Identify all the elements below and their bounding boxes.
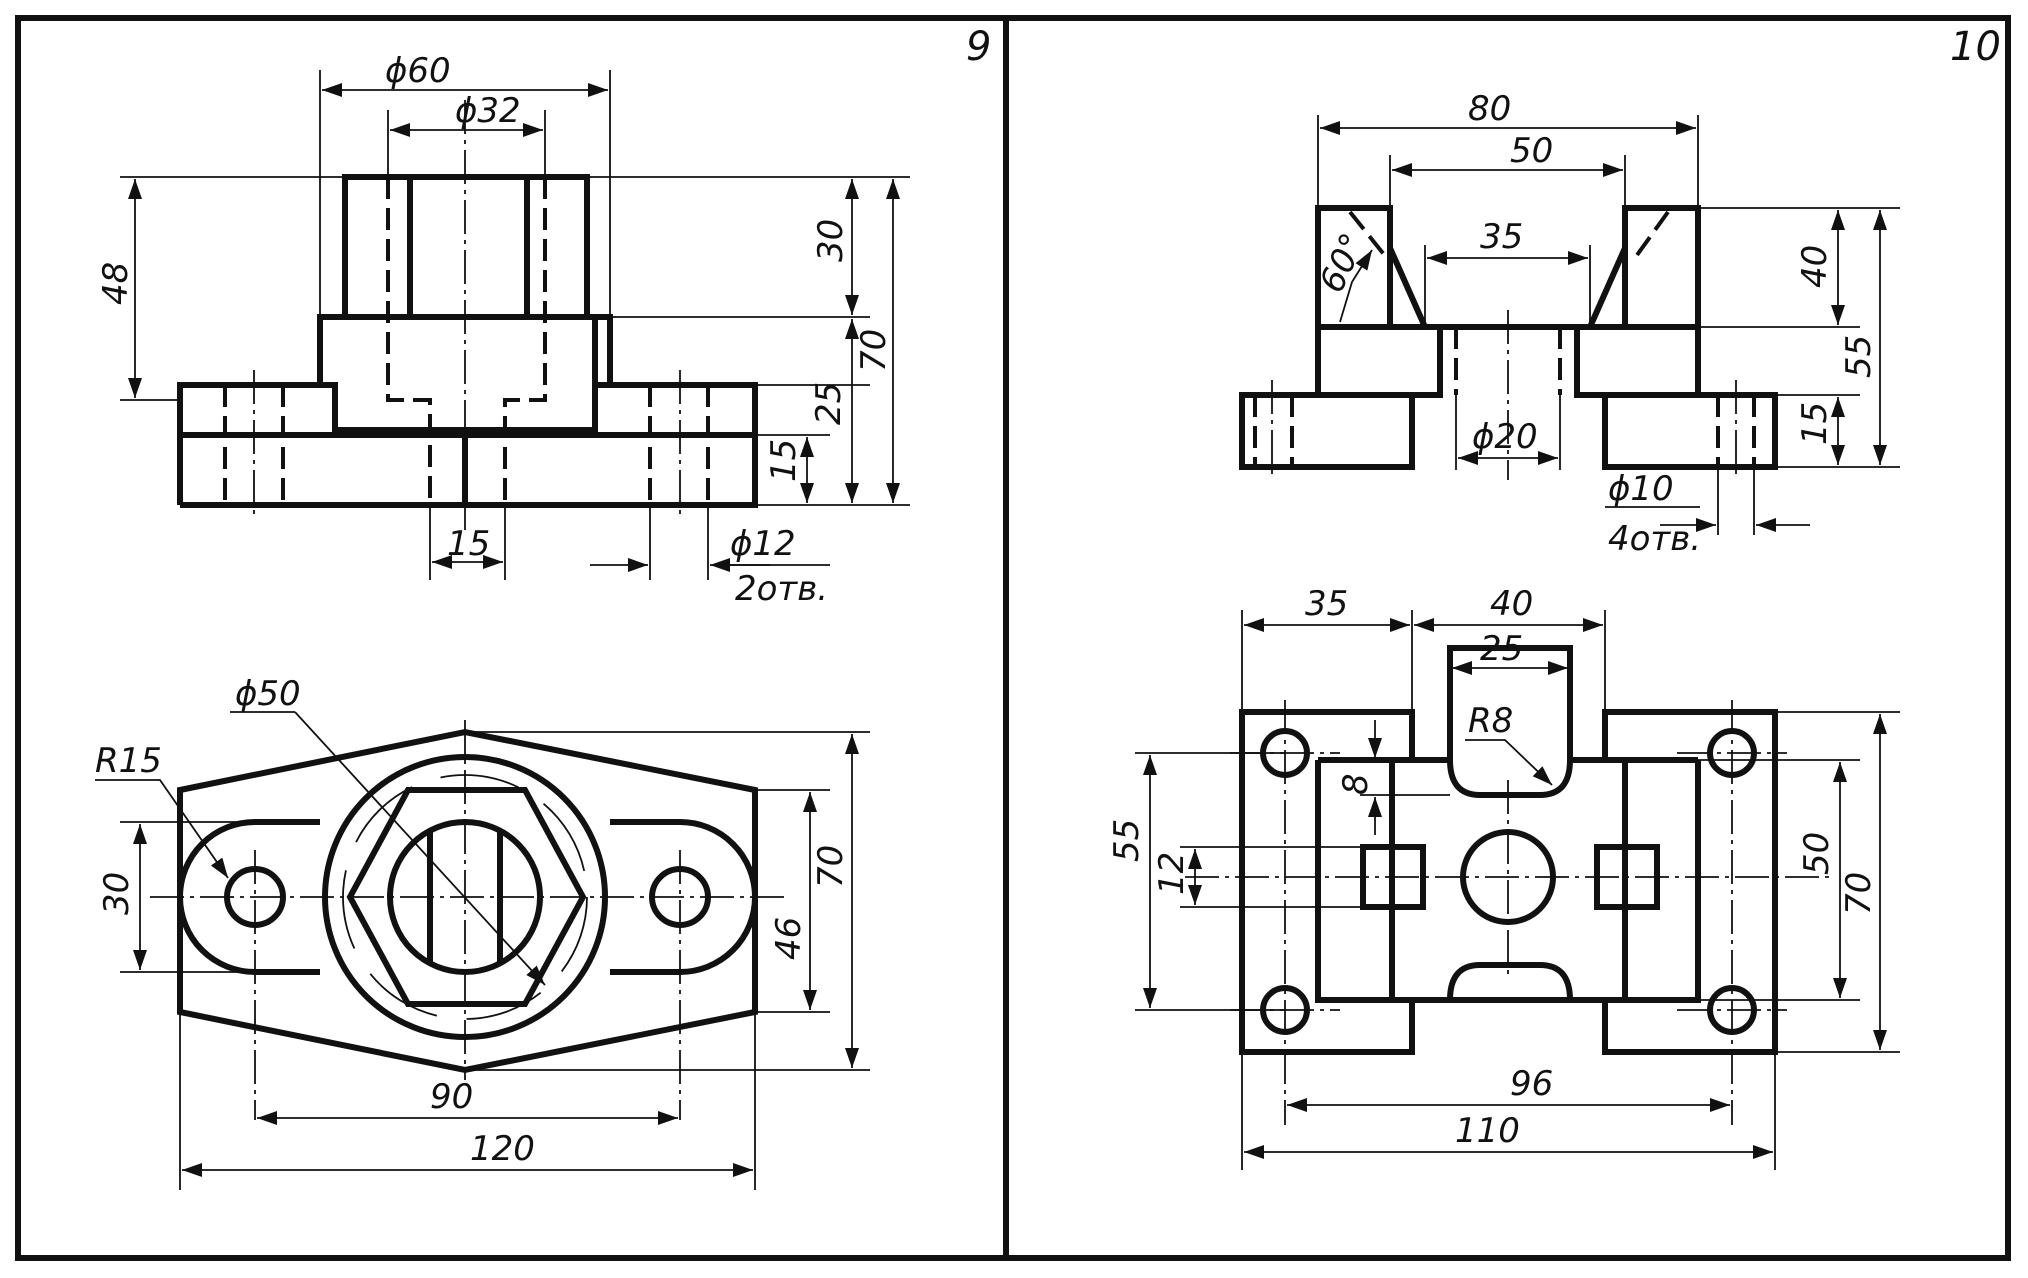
dim-holes-2: 2отв. xyxy=(735,569,828,609)
dim-h46: 46 xyxy=(769,917,809,960)
panel-10-number: 10 xyxy=(1950,24,2001,70)
dim-h40: 40 xyxy=(1795,245,1835,288)
dim-h12: 12 xyxy=(1152,852,1192,895)
panel-9-top-view: ϕ50 R15 30 46 70 90 120 xyxy=(95,674,870,1190)
dim-holes-4: 4отв. xyxy=(1608,519,1701,559)
dim-h30: 30 xyxy=(811,219,851,262)
dim-w50: 50 xyxy=(1510,131,1553,171)
dim-h55: 55 xyxy=(1839,335,1879,378)
dim-w15: 15 xyxy=(447,524,490,564)
dim-h15-front10: 15 xyxy=(1795,402,1835,445)
dim-h70: 70 xyxy=(854,329,894,372)
panel-10-frame xyxy=(1003,15,2011,1261)
dim-h50: 50 xyxy=(1797,832,1837,875)
dim-h48: 48 xyxy=(96,262,136,305)
dim-r8: R8 xyxy=(1468,701,1513,741)
dim-h30-top: 30 xyxy=(97,872,137,915)
dim-d32: ϕ32 xyxy=(455,91,521,131)
panel-10-front-view: 80 50 35 60° 40 55 15 ϕ20 ϕ10 4отв. xyxy=(1239,89,1900,559)
dim-w25: 25 xyxy=(1480,629,1523,669)
dim-w35-top: 35 xyxy=(1305,584,1348,624)
dim-d10: ϕ10 xyxy=(1608,469,1674,509)
panel-9-front-view: ϕ60 ϕ32 48 30 70 25 15 15 ϕ12 2отв. xyxy=(96,51,910,609)
panel-9-number: 9 xyxy=(966,24,991,70)
dim-d20: ϕ20 xyxy=(1472,417,1538,457)
dim-h70-top: 70 xyxy=(811,845,851,888)
dim-r15: R15 xyxy=(95,741,162,781)
dim-d12: ϕ12 xyxy=(730,524,796,564)
dim-w120: 120 xyxy=(470,1129,535,1169)
dim-w96: 96 xyxy=(1510,1064,1553,1104)
panel-9-frame xyxy=(15,15,1009,1261)
dim-d60: ϕ60 xyxy=(385,51,451,91)
dim-w80: 80 xyxy=(1468,89,1511,129)
panel-10-top-view: 35 40 25 R8 8 55 12 50 70 96 110 xyxy=(1107,584,1900,1170)
dim-a60: 60° xyxy=(1312,227,1374,299)
dim-h15: 15 xyxy=(764,439,804,482)
dim-w40: 40 xyxy=(1490,584,1533,624)
dim-w90: 90 xyxy=(430,1077,473,1117)
dim-h70-top10: 70 xyxy=(1839,872,1879,915)
dim-h55-top: 55 xyxy=(1107,819,1147,862)
dim-h25: 25 xyxy=(809,382,849,425)
dim-w35-front: 35 xyxy=(1480,217,1523,257)
dim-w110: 110 xyxy=(1455,1111,1520,1151)
dim-h8: 8 xyxy=(1336,773,1376,795)
dim-d50: ϕ50 xyxy=(235,674,301,714)
